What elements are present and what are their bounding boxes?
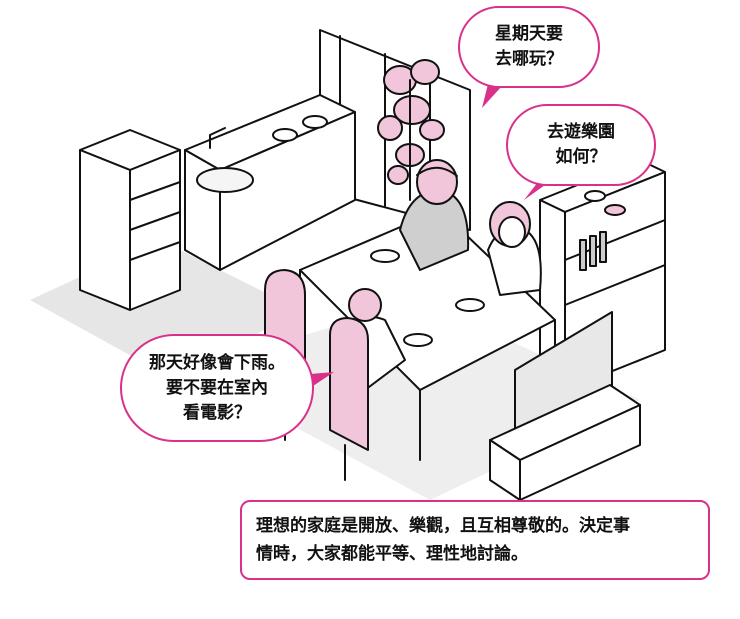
speech-bubble-top: 星期天要 去哪玩？ <box>458 6 600 88</box>
kitchen-counter <box>184 94 356 271</box>
bubble-top-line-2: 去哪玩？ <box>495 49 563 69</box>
caption-line-2: 情時，大家都能平等、理性地討論。 <box>256 544 528 564</box>
bubble-left-line-3: 看電影？ <box>183 402 251 423</box>
refrigerator <box>79 129 181 311</box>
bubble-right-line-1: 去遊樂園 <box>547 122 615 142</box>
stove-burners <box>272 115 328 142</box>
mother-figure <box>487 201 542 296</box>
plant <box>377 59 445 201</box>
caption-box: 理想的家庭是開放、樂觀，且互相尊敬的。決定事 情時，大家都能平等、理性地討論。 <box>240 500 710 580</box>
speech-bubble-right: 去遊樂園 如何？ <box>506 104 656 186</box>
bubble-left-line-1: 那天好像會下雨。 <box>149 352 285 373</box>
bubble-right-line-2: 如何？ <box>555 147 607 167</box>
caption-line-1: 理想的家庭是開放、樂觀，且互相尊敬的。決定事 <box>256 516 630 536</box>
father-figure <box>399 159 470 271</box>
speech-bubble-left: 那天好像會下雨。 要不要在室內 看電影？ <box>120 334 314 442</box>
tv-cabinet <box>489 384 641 501</box>
bubble-top-line-1: 星期天要 <box>495 24 563 44</box>
tea-cups <box>370 249 485 347</box>
bubble-left-line-2: 要不要在室內 <box>166 377 268 398</box>
